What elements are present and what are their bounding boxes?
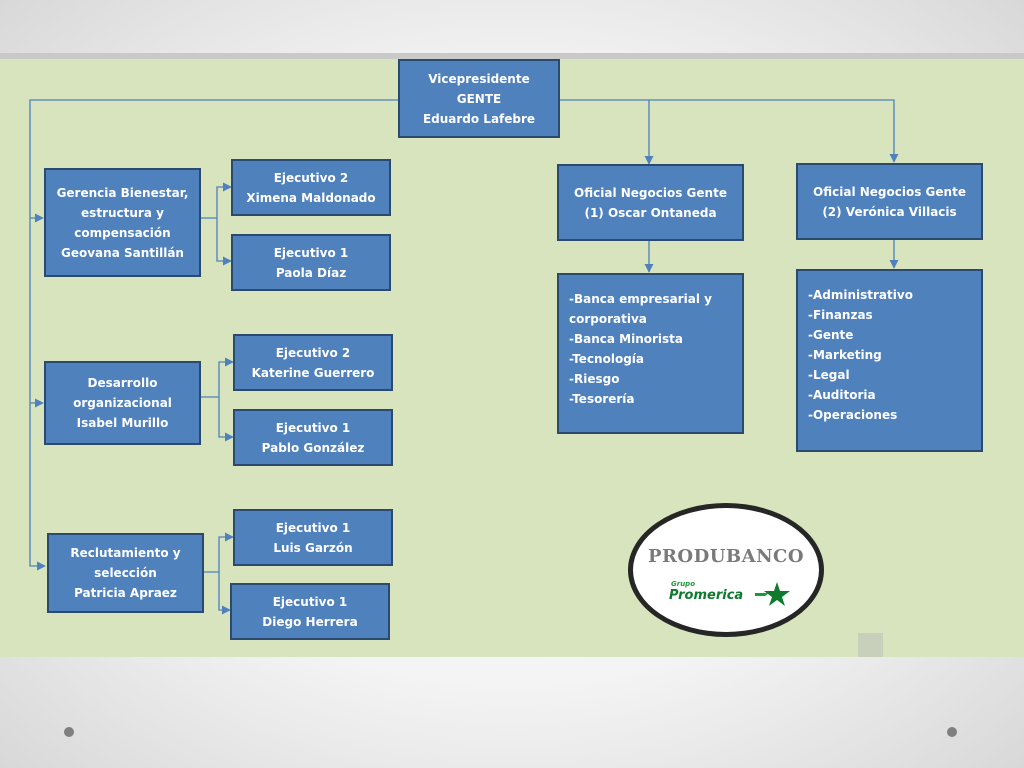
oficial-1-areas-box: -Banca empresarial y corporativa -Banca … <box>557 273 744 434</box>
area-item: -Gente <box>808 328 854 342</box>
area-item: -Tecnología <box>569 352 645 366</box>
area-item: -Riesgo <box>569 372 620 386</box>
ejecutivo-diego-label: Ejecutivo 1 Diego Herrera <box>262 594 358 629</box>
slide-nav-dot-left <box>64 727 74 737</box>
star-icon <box>755 582 790 606</box>
logo-group-name: Promerica <box>669 588 744 603</box>
ejecutivo-pablo-label: Ejecutivo 1 Pablo González <box>261 420 365 455</box>
area-item: -Auditoria <box>808 388 876 402</box>
ejecutivo-ximena-label: Ejecutivo 2 Ximena Maldonado <box>246 170 376 205</box>
ejecutivo-katerine-box: Ejecutivo 2 Katerine Guerrero <box>233 334 393 391</box>
desarrollo-label: Desarrollo organizacional Isabel Murillo <box>73 376 172 430</box>
slide-top-band <box>0 53 1024 59</box>
logo-brand-text: PRODUBANCO <box>647 546 805 567</box>
oficial-1-box: Oficial Negocios Gente (1) Oscar Ontaned… <box>557 164 744 241</box>
produbanco-logo: PRODUBANCO Grupo Promerica <box>628 503 824 637</box>
area-item: -Legal <box>808 368 850 382</box>
ejecutivo-katerine-label: Ejecutivo 2 Katerine Guerrero <box>251 345 375 380</box>
vp-box: Vicepresidente GENTE Eduardo Lafebre <box>398 59 560 138</box>
decorative-square <box>858 633 883 657</box>
area-item: -Operaciones <box>808 408 898 422</box>
area-item: -Marketing <box>808 348 882 362</box>
ejecutivo-luis-label: Ejecutivo 1 Luis Garzón <box>273 520 353 555</box>
area-item: -Banca Minorista <box>569 332 684 346</box>
logo-group-label: Grupo <box>671 580 696 588</box>
desarrollo-box: Desarrollo organizacional Isabel Murillo <box>44 361 201 445</box>
ejecutivo-paola-label: Ejecutivo 1 Paola Díaz <box>273 245 349 280</box>
reclutamiento-label: Reclutamiento y selección Patricia Aprae… <box>70 546 181 600</box>
area-item: -Administrativo <box>808 288 913 302</box>
ejecutivo-diego-box: Ejecutivo 1 Diego Herrera <box>230 583 390 640</box>
area-item: -Tesorería <box>569 392 635 406</box>
gerencia-box: Gerencia Bienestar, estructura y compens… <box>44 168 201 277</box>
ejecutivo-paola-box: Ejecutivo 1 Paola Díaz <box>231 234 391 291</box>
ejecutivo-ximena-box: Ejecutivo 2 Ximena Maldonado <box>231 159 391 216</box>
area-item: -Finanzas <box>808 308 873 322</box>
oficial-1-label: Oficial Negocios Gente (1) Oscar Ontaned… <box>574 185 727 220</box>
reclutamiento-box: Reclutamiento y selección Patricia Aprae… <box>47 533 204 613</box>
vp-label: Vicepresidente GENTE Eduardo Lafebre <box>422 71 536 126</box>
area-item: -Banca empresarial y corporativa <box>569 292 712 326</box>
oficial-2-label: Oficial Negocios Gente (2) Verónica Vill… <box>813 184 966 219</box>
slide-nav-dot-right <box>947 727 957 737</box>
ejecutivo-luis-box: Ejecutivo 1 Luis Garzón <box>233 509 393 566</box>
oficial-2-box: Oficial Negocios Gente (2) Verónica Vill… <box>796 163 983 240</box>
oficial-2-areas-box: -Administrativo -Finanzas -Gente -Market… <box>796 269 983 452</box>
ejecutivo-pablo-box: Ejecutivo 1 Pablo González <box>233 409 393 466</box>
gerencia-label: Gerencia Bienestar, estructura y compens… <box>56 185 189 260</box>
